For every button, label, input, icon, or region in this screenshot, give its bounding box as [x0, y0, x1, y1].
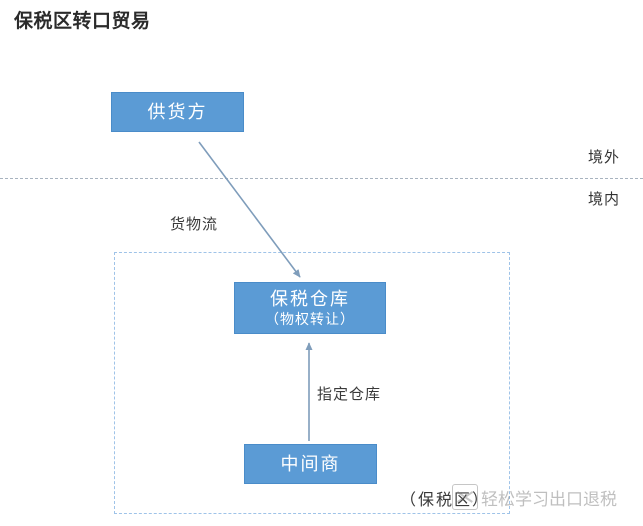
- bottom-strip: [0, 518, 643, 526]
- node-bonded-warehouse[interactable]: 保税仓库 （物权转让）: [234, 282, 386, 334]
- node-bonded-warehouse-sublabel: （物权转让）: [265, 311, 355, 327]
- region-label-overseas: 境外: [588, 149, 621, 166]
- page-title: 保税区转口贸易: [14, 11, 151, 32]
- edge-label-goods-flow: 货物流: [170, 216, 219, 233]
- region-label-domestic: 境内: [588, 191, 621, 208]
- edge-label-designated-warehouse: 指定仓库: [317, 386, 382, 403]
- bowtie-logo-icon: [452, 484, 478, 510]
- watermark: 轻松学习出口退税: [452, 484, 617, 510]
- bonded-zone-boundary: [114, 252, 510, 514]
- node-intermediary[interactable]: 中间商: [244, 444, 377, 484]
- node-supplier-label: 供货方: [147, 101, 208, 122]
- node-supplier[interactable]: 供货方: [111, 92, 244, 132]
- node-bonded-warehouse-label: 保税仓库: [270, 288, 350, 309]
- watermark-text: 轻松学习出口退税: [481, 489, 617, 509]
- border-divider-line: [0, 178, 643, 179]
- node-intermediary-label: 中间商: [280, 453, 341, 474]
